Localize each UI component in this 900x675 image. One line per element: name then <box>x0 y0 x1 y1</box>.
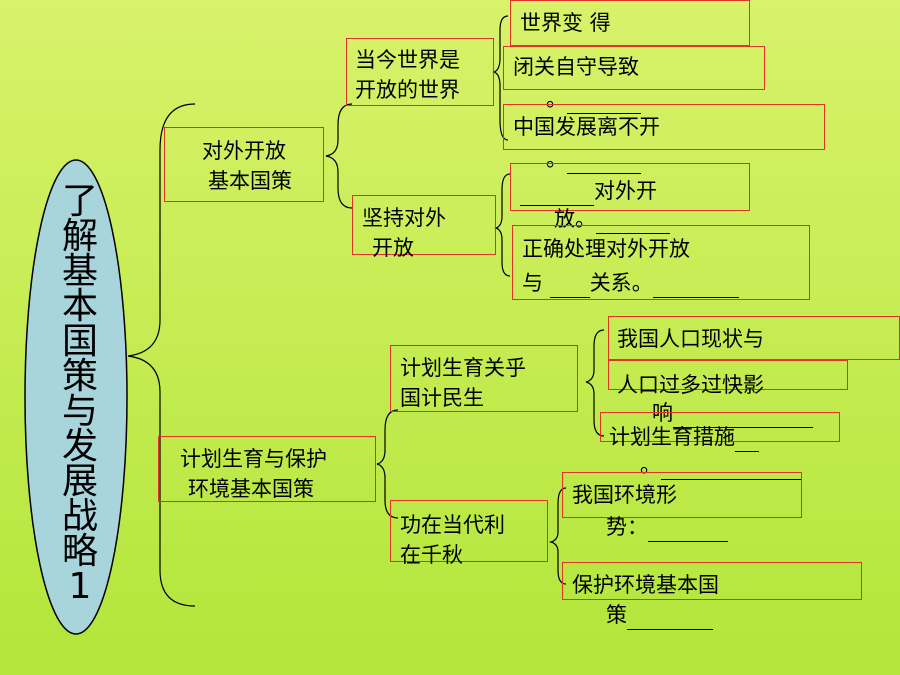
leaf-develop-box <box>503 104 825 150</box>
leaf-develop-blank: 。 <box>546 144 641 174</box>
leaf-population-impact-line1: 人口过多过快影 <box>617 373 764 397</box>
period-mark: 。 <box>631 271 653 295</box>
leaf-env-policy-box <box>562 562 862 600</box>
leaf-closed-text: 闭关自守导致 <box>513 55 639 79</box>
leaf-family-measures-box <box>600 412 840 442</box>
sub-family-plan-box <box>390 345 578 412</box>
fill-blank[interactable] <box>567 151 641 174</box>
fill-blank[interactable] <box>549 275 590 298</box>
leaf-env-policy-text2: 策 <box>606 603 627 627</box>
leaf-env-situation-box <box>562 472 802 518</box>
leaf-external-open-line1: 对外开 <box>520 176 657 206</box>
period-mark: 。 <box>640 453 661 477</box>
leaf-handle-relation-text: 关系 <box>589 271 632 295</box>
sub-open-world-line1: 当今世界是 <box>355 48 460 72</box>
sub-long-term-box <box>390 500 548 562</box>
root-title: 了解基本国策与发展战略1 <box>61 181 98 607</box>
leaf-handle-relation-with: 与 <box>522 271 543 295</box>
leaf-handle-relation-box <box>512 225 810 300</box>
sub-family-plan-line2: 国计民生 <box>400 386 484 410</box>
sub-long-term-line2: 在千秋 <box>400 543 463 567</box>
fill-blank[interactable] <box>520 183 594 206</box>
leaf-develop-text: 中国发展离不开 <box>513 115 660 139</box>
leaf-env-policy-line2: 策 <box>606 600 713 630</box>
leaf-handle-relation-line1: 正确处理对外开放 <box>522 237 690 261</box>
sub-persist-open-line1: 坚持对外 <box>362 206 446 230</box>
leaf-population-impact-text2: 响 <box>652 401 673 425</box>
fill-blank[interactable] <box>627 607 713 630</box>
leaf-env-situation-line2: 势： <box>606 512 728 542</box>
leaf-world-text: 世界变 得 <box>520 11 611 35</box>
sub-open-world-box <box>346 38 494 106</box>
sub-persist-open-line2: 开放 <box>372 236 414 260</box>
sub-long-term-line1: 功在当代利 <box>400 513 505 537</box>
branch-family-env-box <box>158 436 376 502</box>
sub-persist-open-box <box>352 195 496 255</box>
branch-family-env-line1: 计划生育与保护 <box>180 447 327 471</box>
branch-opening-up-line2: 基本国策 <box>208 169 292 193</box>
fill-blank[interactable] <box>661 457 801 480</box>
fill-blank[interactable] <box>652 275 739 298</box>
branch-family-env-line2: 环境基本国策 <box>188 477 314 501</box>
leaf-external-open-text: 对外开 <box>594 179 657 203</box>
fill-blank[interactable] <box>735 429 759 452</box>
leaf-env-situation-line1: 我国环境形 <box>572 483 677 507</box>
branch-opening-up-box <box>164 127 324 202</box>
fill-blank[interactable] <box>567 91 641 114</box>
fill-blank[interactable] <box>673 405 813 428</box>
leaf-population-status-text: 我国人口现状与 <box>617 327 764 351</box>
leaf-env-situation-text2: 势： <box>606 515 648 539</box>
leaf-world-box <box>510 0 750 46</box>
root-ellipse <box>24 159 128 635</box>
sub-family-plan-line1: 计划生育关乎 <box>400 356 526 380</box>
branch-opening-up-line1: 对外开放 <box>202 139 286 163</box>
leaf-closed-box <box>503 46 765 90</box>
leaf-population-impact-line2: 响 <box>652 398 813 428</box>
leaf-family-measures-line1: 计划生育措施 <box>609 422 759 452</box>
period-mark: 。 <box>546 147 567 171</box>
leaf-family-measures-line2: 。 <box>640 450 801 480</box>
period-mark: 。 <box>546 87 567 111</box>
leaf-handle-relation-line2: 与 关系。 <box>522 268 739 298</box>
leaf-family-measures-text: 计划生育措施 <box>609 425 735 449</box>
fill-blank[interactable] <box>648 519 728 542</box>
leaf-closed-blank: 。 <box>546 84 641 114</box>
leaf-population-impact-box <box>608 360 848 390</box>
fill-blank[interactable] <box>596 211 670 234</box>
sub-open-world-line2: 开放的世界 <box>355 78 460 102</box>
leaf-external-open-box <box>510 163 750 211</box>
leaf-env-policy-line1: 保护环境基本国 <box>572 573 719 597</box>
